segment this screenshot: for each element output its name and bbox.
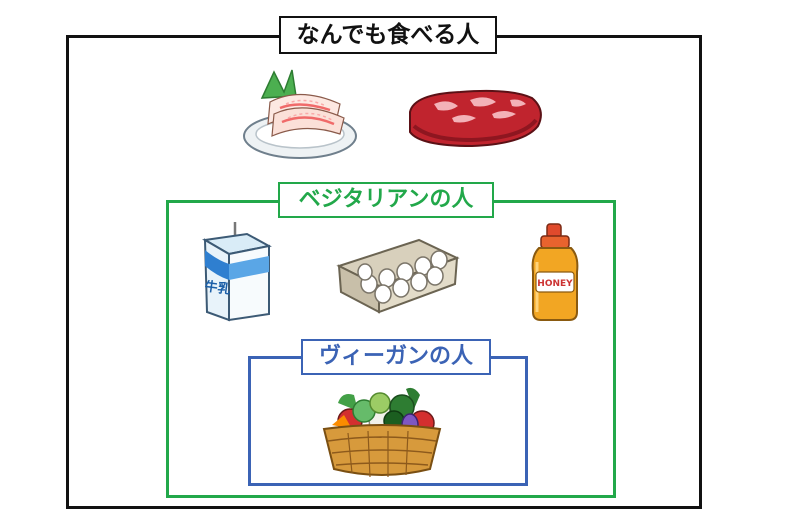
- vegan-label: ヴィーガンの人: [301, 339, 491, 375]
- vegetable-basket-icon: [322, 387, 442, 478]
- everyone-label: なんでも食べる人: [279, 16, 497, 54]
- egg-carton-icon: [336, 238, 460, 314]
- milk-carton-icon: 牛乳: [202, 222, 272, 322]
- vegetarian-label: ベジタリアンの人: [278, 182, 494, 218]
- meat-icon: [409, 89, 542, 148]
- milk-label: 牛乳: [204, 278, 232, 297]
- sashimi-icon: [243, 69, 357, 159]
- honey-bottle-icon: HONEY: [531, 223, 579, 321]
- honey-label: HONEY: [537, 279, 573, 289]
